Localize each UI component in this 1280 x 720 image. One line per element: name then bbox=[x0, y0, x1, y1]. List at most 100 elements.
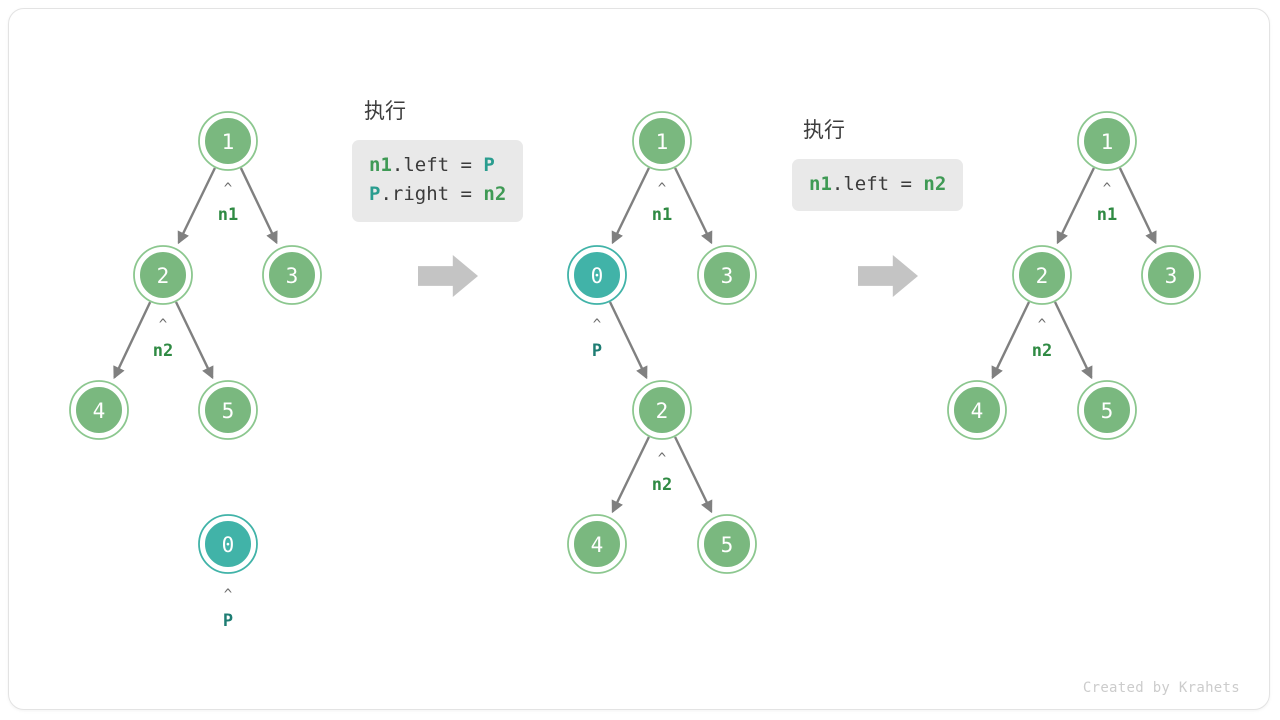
node-outer-ring bbox=[567, 245, 627, 305]
tree-node[interactable]: 4 bbox=[69, 380, 129, 440]
tree-node[interactable]: 2 bbox=[632, 380, 692, 440]
node-circle bbox=[637, 116, 687, 166]
node-outer-ring bbox=[632, 111, 692, 171]
node-outer-ring bbox=[947, 380, 1007, 440]
code-token-var: n2 bbox=[483, 183, 507, 206]
node-circle bbox=[637, 385, 687, 435]
node-value: 2 bbox=[157, 264, 170, 288]
tree-edge bbox=[174, 301, 214, 380]
transition-arrow-icon bbox=[858, 255, 918, 297]
node-outer-ring bbox=[697, 514, 757, 574]
pointer-label: P bbox=[592, 341, 602, 361]
tree-node[interactable]: 0 bbox=[198, 514, 258, 574]
node-circle bbox=[572, 250, 622, 300]
code-token-ptr: P bbox=[483, 154, 495, 176]
node-value: 4 bbox=[971, 399, 984, 423]
tree-node[interactable]: 4 bbox=[567, 514, 627, 574]
exec-heading-step3: 执行 bbox=[803, 119, 845, 142]
tree-node[interactable]: 5 bbox=[697, 514, 757, 574]
node-value: 4 bbox=[93, 399, 106, 423]
node-outer-ring bbox=[1077, 111, 1137, 171]
tree-edge bbox=[239, 167, 278, 245]
tree-node[interactable]: 5 bbox=[198, 380, 258, 440]
node-circle bbox=[203, 385, 253, 435]
code-line: P.right = n2 bbox=[369, 180, 506, 209]
node-value: 3 bbox=[721, 264, 734, 288]
tree-edge bbox=[611, 167, 650, 245]
node-circle bbox=[74, 385, 124, 435]
tree-node[interactable]: 1 bbox=[1077, 111, 1137, 171]
node-outer-ring bbox=[69, 380, 129, 440]
tree-node[interactable]: 1 bbox=[198, 111, 258, 171]
node-circle bbox=[267, 250, 317, 300]
code-token-plain: .left = bbox=[391, 154, 484, 176]
tree-node[interactable]: 2 bbox=[133, 245, 193, 305]
tree-node[interactable]: 1 bbox=[632, 111, 692, 171]
node-circle bbox=[138, 250, 188, 300]
code-line: n1.left = P bbox=[369, 151, 506, 180]
pointer-caret-icon: ^ bbox=[224, 181, 232, 197]
node-outer-ring bbox=[567, 514, 627, 574]
node-circle bbox=[702, 250, 752, 300]
node-outer-ring bbox=[262, 245, 322, 305]
pointer-label: n2 bbox=[1032, 341, 1052, 361]
code-token-var: n1 bbox=[809, 173, 832, 195]
tree-edge bbox=[177, 167, 216, 245]
node-outer-ring bbox=[1077, 380, 1137, 440]
code-token-plain: .right = bbox=[380, 183, 484, 206]
code-line: n1.left = n2 bbox=[809, 170, 946, 199]
node-circle bbox=[952, 385, 1002, 435]
tree-node[interactable]: 3 bbox=[697, 245, 757, 305]
node-outer-ring bbox=[1012, 245, 1072, 305]
tree-node[interactable]: 0 bbox=[567, 245, 627, 305]
code-token-ptr: P bbox=[369, 183, 381, 206]
pointer-label: n1 bbox=[652, 205, 672, 225]
tree-edge bbox=[608, 301, 648, 380]
node-value: 5 bbox=[222, 399, 235, 423]
node-value: 1 bbox=[222, 130, 235, 154]
credit-text: Created by Krahets bbox=[1082, 680, 1240, 696]
pointer-caret-icon: ^ bbox=[658, 451, 666, 467]
tree-node[interactable]: 3 bbox=[262, 245, 322, 305]
node-value: 5 bbox=[1101, 399, 1114, 423]
code-token-var: n2 bbox=[923, 173, 947, 195]
code-token-var: n1 bbox=[369, 154, 392, 176]
tree-edge bbox=[1118, 167, 1157, 245]
node-value: 5 bbox=[721, 533, 734, 557]
node-value: 0 bbox=[591, 264, 604, 288]
node-outer-ring bbox=[1141, 245, 1201, 305]
tree-edge bbox=[113, 301, 152, 380]
pointer-caret-icon: ^ bbox=[1038, 317, 1046, 333]
exec-heading-step2: 执行 bbox=[364, 100, 406, 123]
node-outer-ring bbox=[632, 380, 692, 440]
node-value: 3 bbox=[286, 264, 299, 288]
tree-edge bbox=[674, 167, 713, 245]
tree-node[interactable]: 4 bbox=[947, 380, 1007, 440]
code-token-plain: .left = bbox=[831, 173, 924, 195]
pointer-caret-icon: ^ bbox=[1103, 181, 1111, 197]
pointer-caret-icon: ^ bbox=[224, 587, 232, 603]
node-value: 3 bbox=[1165, 264, 1178, 288]
node-value: 2 bbox=[656, 399, 669, 423]
tree-edge bbox=[674, 436, 713, 514]
pointer-label: n2 bbox=[153, 341, 173, 361]
node-circle bbox=[1146, 250, 1196, 300]
node-outer-ring bbox=[133, 245, 193, 305]
tree-edge bbox=[611, 436, 650, 514]
pointer-label: P bbox=[223, 611, 233, 631]
code-block-step3: n1.left = n2 bbox=[792, 159, 964, 212]
tree-node[interactable]: 3 bbox=[1141, 245, 1201, 305]
node-circle bbox=[203, 519, 253, 569]
node-circle bbox=[702, 519, 752, 569]
tree-node[interactable]: 2 bbox=[1012, 245, 1072, 305]
tree-node[interactable]: 5 bbox=[1077, 380, 1137, 440]
transition-arrow-icon bbox=[418, 255, 478, 297]
node-outer-ring bbox=[198, 514, 258, 574]
tree-edge bbox=[1053, 301, 1093, 380]
node-outer-ring bbox=[198, 111, 258, 171]
pointer-label: n2 bbox=[652, 475, 672, 495]
node-circle bbox=[1082, 116, 1132, 166]
tree-edge bbox=[991, 301, 1031, 380]
